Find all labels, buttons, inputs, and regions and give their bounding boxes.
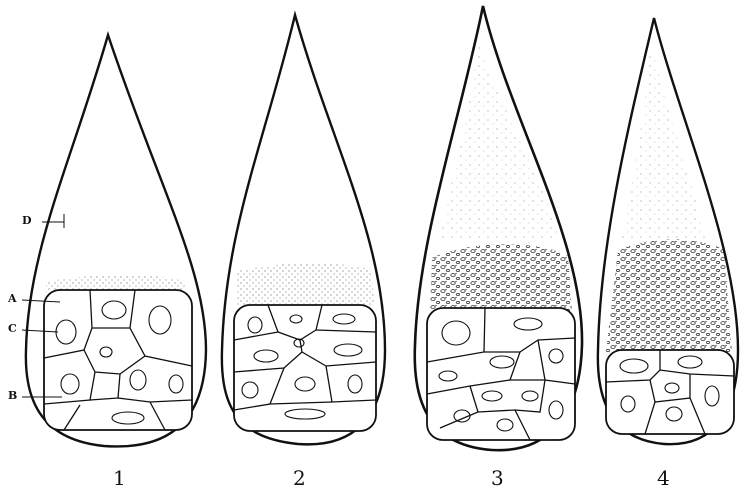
- panel-number-2: 2: [293, 466, 306, 490]
- panel-2-stippled-band: [236, 263, 374, 306]
- panel-1-cell-cluster: [44, 290, 192, 430]
- panel-4-cell-cluster: [606, 350, 734, 434]
- label-b: B: [8, 389, 17, 402]
- panel-1: [22, 35, 206, 446]
- label-d: D: [22, 214, 32, 227]
- panel-3-granule-band: [430, 244, 572, 312]
- panel-4-granule-band: [606, 240, 732, 353]
- panel-number-4: 4: [657, 466, 670, 490]
- panel-3: [415, 6, 582, 450]
- panel-2-cell-cluster: [234, 305, 376, 431]
- label-c: C: [8, 322, 17, 335]
- label-a: A: [8, 292, 17, 305]
- panel-4: [598, 18, 738, 444]
- panel-2: [222, 15, 385, 444]
- panel-number-3: 3: [491, 466, 504, 490]
- panel-number-1: 1: [113, 466, 126, 490]
